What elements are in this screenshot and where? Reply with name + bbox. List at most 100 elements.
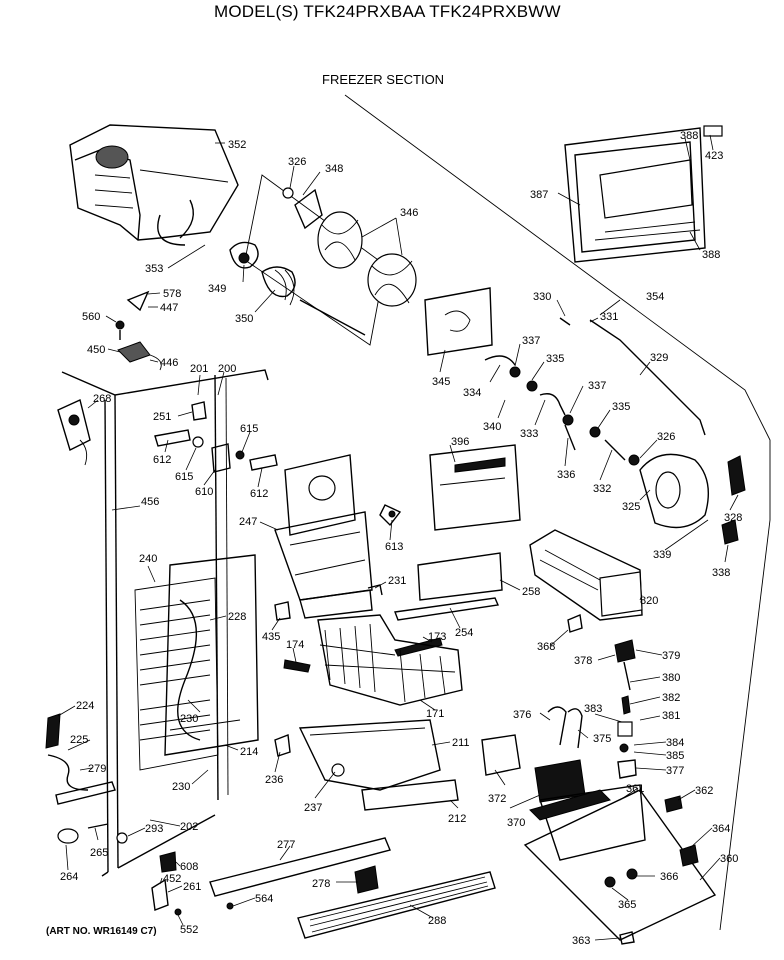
damper-parts: [154, 401, 278, 473]
callout-279: 279: [88, 763, 106, 775]
callout-360: 360: [720, 853, 738, 865]
callout-353: 353: [145, 263, 163, 275]
leader-lines: [57, 134, 739, 941]
callout-381: 381: [662, 710, 680, 722]
callout-277: 277: [277, 839, 295, 851]
callout-364: 364: [712, 823, 730, 835]
callout-labels: 352 326 348 346 387 388 423 388 353 349 …: [60, 130, 742, 947]
callout-564: 564: [255, 893, 273, 905]
auger-assembly: [229, 187, 417, 336]
callout-380: 380: [662, 672, 680, 684]
callout-423: 423: [705, 150, 723, 162]
callout-278: 278: [312, 878, 330, 890]
callout-365: 365: [618, 899, 636, 911]
motor-plate-345: [424, 287, 493, 356]
ice-bucket-352: [69, 124, 239, 246]
callout-346: 346: [400, 207, 418, 219]
callout-265: 265: [90, 847, 108, 859]
callout-452: 452: [163, 873, 181, 885]
callout-337-lower: 337: [588, 380, 606, 392]
callout-326: 326: [288, 156, 306, 168]
callout-211: 211: [452, 737, 470, 749]
callout-254: 254: [455, 627, 473, 639]
callout-383: 383: [584, 703, 602, 715]
callout-384: 384: [666, 737, 684, 749]
callout-560: 560: [82, 311, 100, 323]
control-board-396: [429, 444, 521, 531]
callout-228: 228: [228, 611, 246, 623]
callout-337: 337: [522, 335, 540, 347]
callout-325: 325: [622, 501, 640, 513]
callout-240: 240: [139, 553, 157, 565]
callout-361: 361: [626, 783, 644, 795]
model-title: MODEL(S) TFK24PRXBAA TFK24PRXBWW: [214, 2, 561, 21]
callout-264: 264: [60, 871, 78, 883]
harness-225: [45, 713, 116, 805]
callout-288: 288: [428, 915, 446, 927]
rail-277: [209, 837, 391, 910]
callout-230: 230: [180, 713, 198, 725]
callout-362: 362: [695, 785, 713, 797]
callout-247: 247: [239, 516, 257, 528]
callout-212: 212: [448, 813, 466, 825]
ice-chute-parts: [274, 552, 503, 706]
callout-379: 379: [662, 650, 680, 662]
thermostat-268: [57, 399, 91, 466]
callout-333: 333: [520, 428, 538, 440]
freezer-liner: [61, 369, 269, 877]
callout-331: 331: [600, 311, 618, 323]
callout-363: 363: [572, 935, 590, 947]
callout-388-lower: 388: [702, 249, 720, 261]
callout-456: 456: [141, 496, 159, 508]
callout-352: 352: [228, 139, 246, 151]
callout-258: 258: [522, 586, 540, 598]
auger-motor-325: [628, 453, 746, 545]
callout-446: 446: [160, 357, 178, 369]
callout-396: 396: [451, 436, 469, 448]
callout-370: 370: [507, 817, 525, 829]
callout-200: 200: [218, 363, 236, 375]
callout-202: 202: [180, 821, 198, 833]
callout-340: 340: [483, 421, 501, 433]
callout-201: 201: [190, 363, 208, 375]
callout-447: 447: [160, 302, 178, 314]
callout-578: 578: [163, 288, 181, 300]
callout-378: 378: [574, 655, 592, 667]
fan-blade-613: [379, 504, 402, 527]
evaporator-228: [134, 554, 259, 771]
callout-388: 388: [680, 130, 698, 142]
dispenser-linkage: [484, 317, 706, 461]
callout-372: 372: [488, 793, 506, 805]
callout-613: 613: [385, 541, 403, 553]
callout-820: 820: [640, 595, 658, 607]
small-parts-upper-left: [115, 290, 162, 371]
callout-339: 339: [653, 549, 671, 561]
section-title: FREEZER SECTION: [322, 72, 445, 87]
callout-326-right: 326: [657, 431, 675, 443]
grille-288: [297, 871, 496, 939]
callout-348: 348: [325, 163, 343, 175]
callout-349: 349: [208, 283, 226, 295]
fan-shroud-247: [274, 454, 373, 619]
callout-377: 377: [666, 765, 684, 777]
callout-612-right: 612: [250, 488, 268, 500]
callout-174: 174: [286, 639, 304, 651]
callout-224: 224: [76, 700, 94, 712]
terminal-parts: [481, 734, 586, 803]
callout-368: 368: [537, 641, 555, 653]
callout-350: 350: [235, 313, 253, 325]
callout-268: 268: [93, 393, 111, 405]
callout-608: 608: [180, 861, 198, 873]
callout-338: 338: [712, 567, 730, 579]
callout-231: 231: [388, 575, 406, 587]
callout-328: 328: [724, 512, 742, 524]
callout-385: 385: [666, 750, 684, 762]
ice-bin-211: [274, 719, 459, 811]
callout-261: 261: [183, 881, 201, 893]
callout-237: 237: [304, 802, 322, 814]
callout-293: 293: [145, 823, 163, 835]
callout-236: 236: [265, 774, 283, 786]
dispenser-door-387: [564, 125, 723, 263]
callout-382: 382: [662, 692, 680, 704]
